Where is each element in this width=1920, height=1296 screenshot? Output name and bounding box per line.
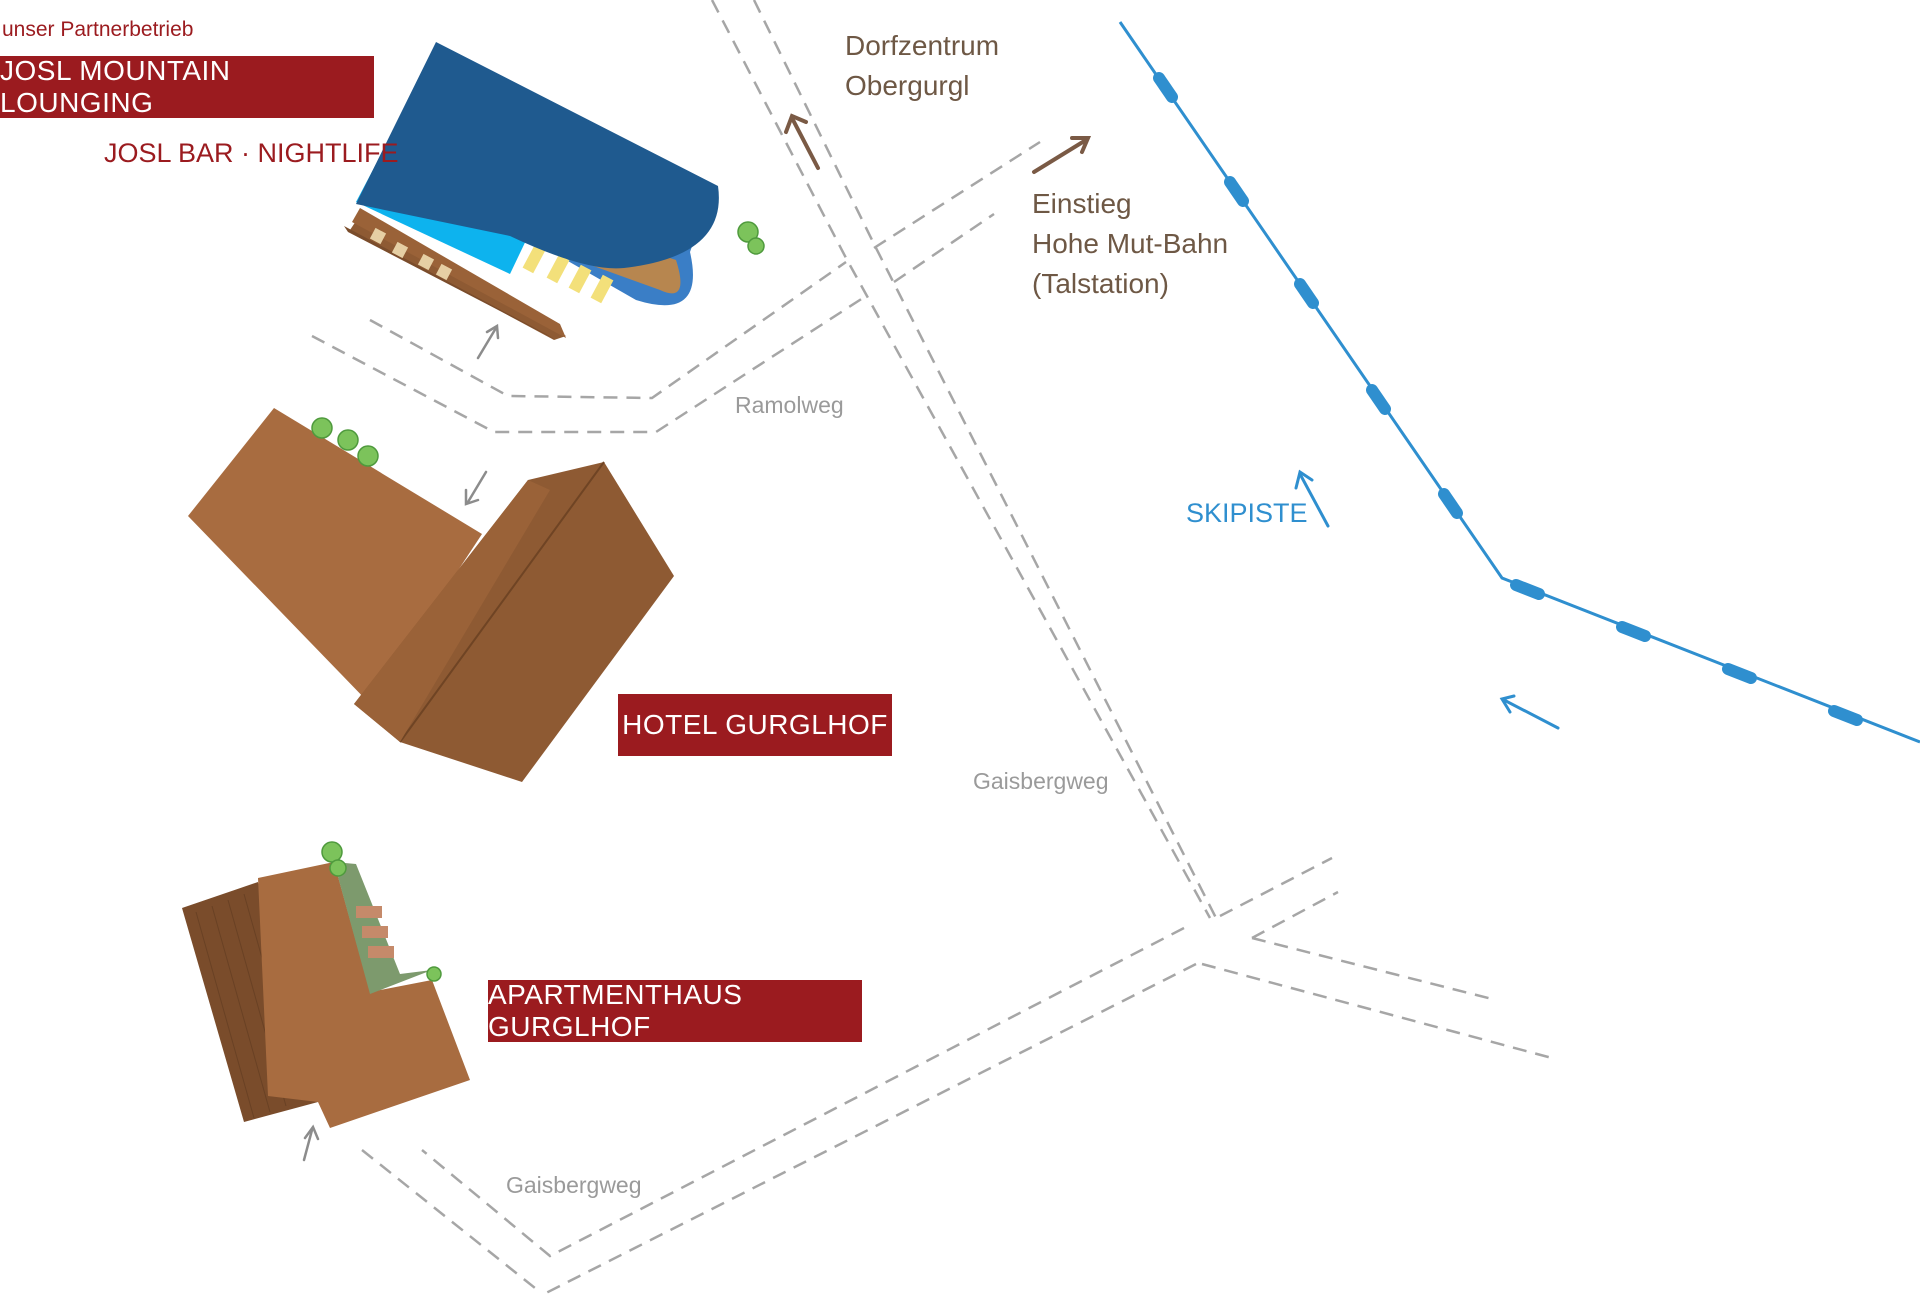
josl-roof [356,42,719,269]
josl-window [546,254,570,284]
ski-slope-marker [1828,705,1863,726]
village-label-line2: Obergurgl [845,70,970,101]
street-ramolweg-north [369,260,847,400]
ski-slope-marker [1616,621,1651,642]
street-gaisberg-south-south [543,962,1197,1296]
lift-label-line3: (Talstation) [1032,268,1169,299]
ski-slope-marker [1294,278,1319,309]
tree-icon [311,417,333,439]
ski-slope-line [1118,21,1920,744]
tree-icon [337,429,359,451]
josl-subtitle: JOSL BAR · NIGHTLIFE [104,138,399,168]
arrow-lift-icon [1032,136,1092,174]
street-lift-branch-north [873,140,1041,250]
street-network [311,0,1553,1296]
lift-label-line1: Einstieg [1032,188,1132,219]
apartmenthaus-gurglhof-tag[interactable]: APARTMENTHAUS GURGLHOF [488,979,862,1042]
direction-arrows [302,113,1560,1162]
hotel-main-roof [354,462,674,782]
apartment-main [258,862,470,1128]
street-gaisberg-east-north [1219,856,1333,918]
ski-slope-marker [1510,579,1545,600]
lift-direction-label: Einstieg Hohe Mut-Bahn (Talstation) [1032,184,1228,304]
apartmenthaus-gurglhof-building[interactable] [182,862,470,1128]
apartment-balconies [356,906,394,958]
street-ramolweg-south [311,294,867,434]
josl-building[interactable] [344,42,719,340]
hotel-gurglhof-building[interactable] [188,408,674,782]
arrow-hotel-entrance-icon [464,470,488,506]
josl-window [590,274,614,304]
village-label-line1: Dorfzentrum [845,30,1000,61]
ski-slope-marker [1366,384,1391,415]
ski-slope-marker [1153,72,1178,103]
village-direction-label: Dorfzentrum Obergurgl [845,26,999,106]
hotel-gurglhof-tag[interactable]: HOTEL GURGLHOF [618,694,892,756]
ski-slope-label: SKIPISTE [1186,498,1308,528]
josl-window [568,264,592,294]
tree-icon [357,445,379,467]
tree-icon [321,841,347,877]
ski-slope-marker [1438,488,1463,519]
street-label-gaisbergweg-east: Gaisbergweg [973,768,1109,794]
josl-deck [352,208,566,338]
ski-slope-marker [1224,176,1249,207]
ski-slope-marker [1722,663,1757,684]
tree-icon [426,966,442,982]
arrow-village-icon [784,113,820,170]
street-gaisberg-east-upper [1251,936,1497,1002]
hotel-west-wing [188,408,482,704]
arrow-skipiste-north-icon [1294,469,1330,528]
street-gaisberg-east-lower [1201,962,1553,1060]
apartment-green-terrace [334,862,432,994]
arrow-apartment-entrance-icon [302,1124,320,1162]
street-gaisberg-south-north [421,926,1185,1258]
hotel-roof-ridge [399,461,605,743]
hotel-roof-side [354,480,550,742]
tree-icon [737,221,765,255]
lift-label-line2: Hohe Mut-Bahn [1032,228,1229,259]
arrow-josl-entrance-icon [476,323,500,360]
arrow-skipiste-west-icon [1499,694,1560,730]
street-lift-branch-south [893,212,995,284]
ski-slope-markers [1153,72,1863,726]
street-main-west-edge [710,0,1212,919]
ski-slope-track [1118,21,1920,744]
josl-window [522,244,546,274]
josl-name-tag[interactable]: JOSL MOUNTAIN LOUNGING [0,55,374,118]
partner-note: unser Partnerbetrieb [2,18,194,41]
street-gaisberg-east-mid [1251,890,1339,940]
street-gaisberg-south-west [361,1149,541,1293]
street-label-ramolweg: Ramolweg [735,392,844,418]
street-label-gaisbergweg-south: Gaisbergweg [506,1172,642,1198]
greenery [311,221,765,982]
josl-deck-furniture [369,227,453,281]
